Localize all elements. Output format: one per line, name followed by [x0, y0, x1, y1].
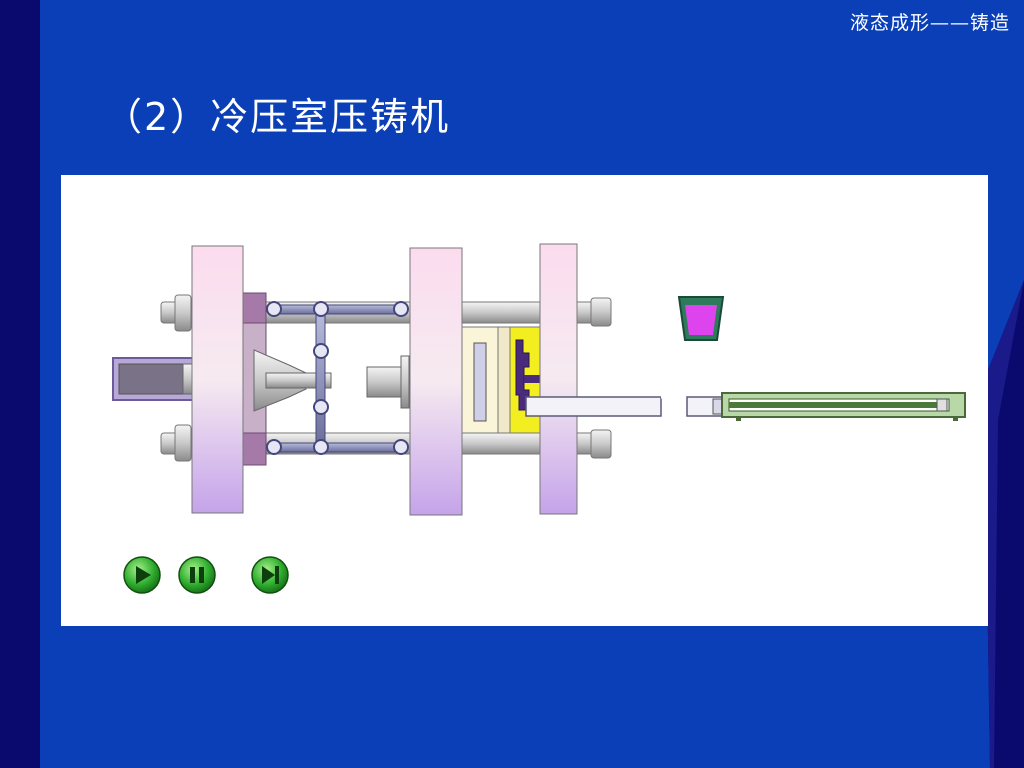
rear-platen [191, 245, 244, 514]
toggle-links [266, 301, 409, 455]
left-decorative-band [0, 0, 40, 768]
shot-sleeve [525, 395, 724, 417]
play-icon [123, 556, 161, 594]
skip-forward-button[interactable] [251, 556, 289, 594]
crosshead [253, 349, 332, 412]
moving-platen [366, 247, 463, 516]
header-caption: 液态成形——铸造 [849, 12, 1010, 34]
die-casting-machine-diagram [112, 243, 966, 516]
pause-button[interactable] [178, 556, 216, 594]
slide-title: （2）冷压室压铸机 [104, 95, 451, 139]
clamp-cylinder [112, 357, 202, 401]
skip-forward-icon [251, 556, 289, 594]
play-button[interactable] [123, 556, 161, 594]
animation-panel [61, 175, 988, 626]
pause-icon [178, 556, 216, 594]
injection-cylinder [721, 392, 966, 421]
die-assembly [461, 326, 541, 434]
ladle [677, 296, 725, 341]
right-decorative-shape [984, 280, 1024, 768]
fixed-platen [539, 243, 578, 515]
